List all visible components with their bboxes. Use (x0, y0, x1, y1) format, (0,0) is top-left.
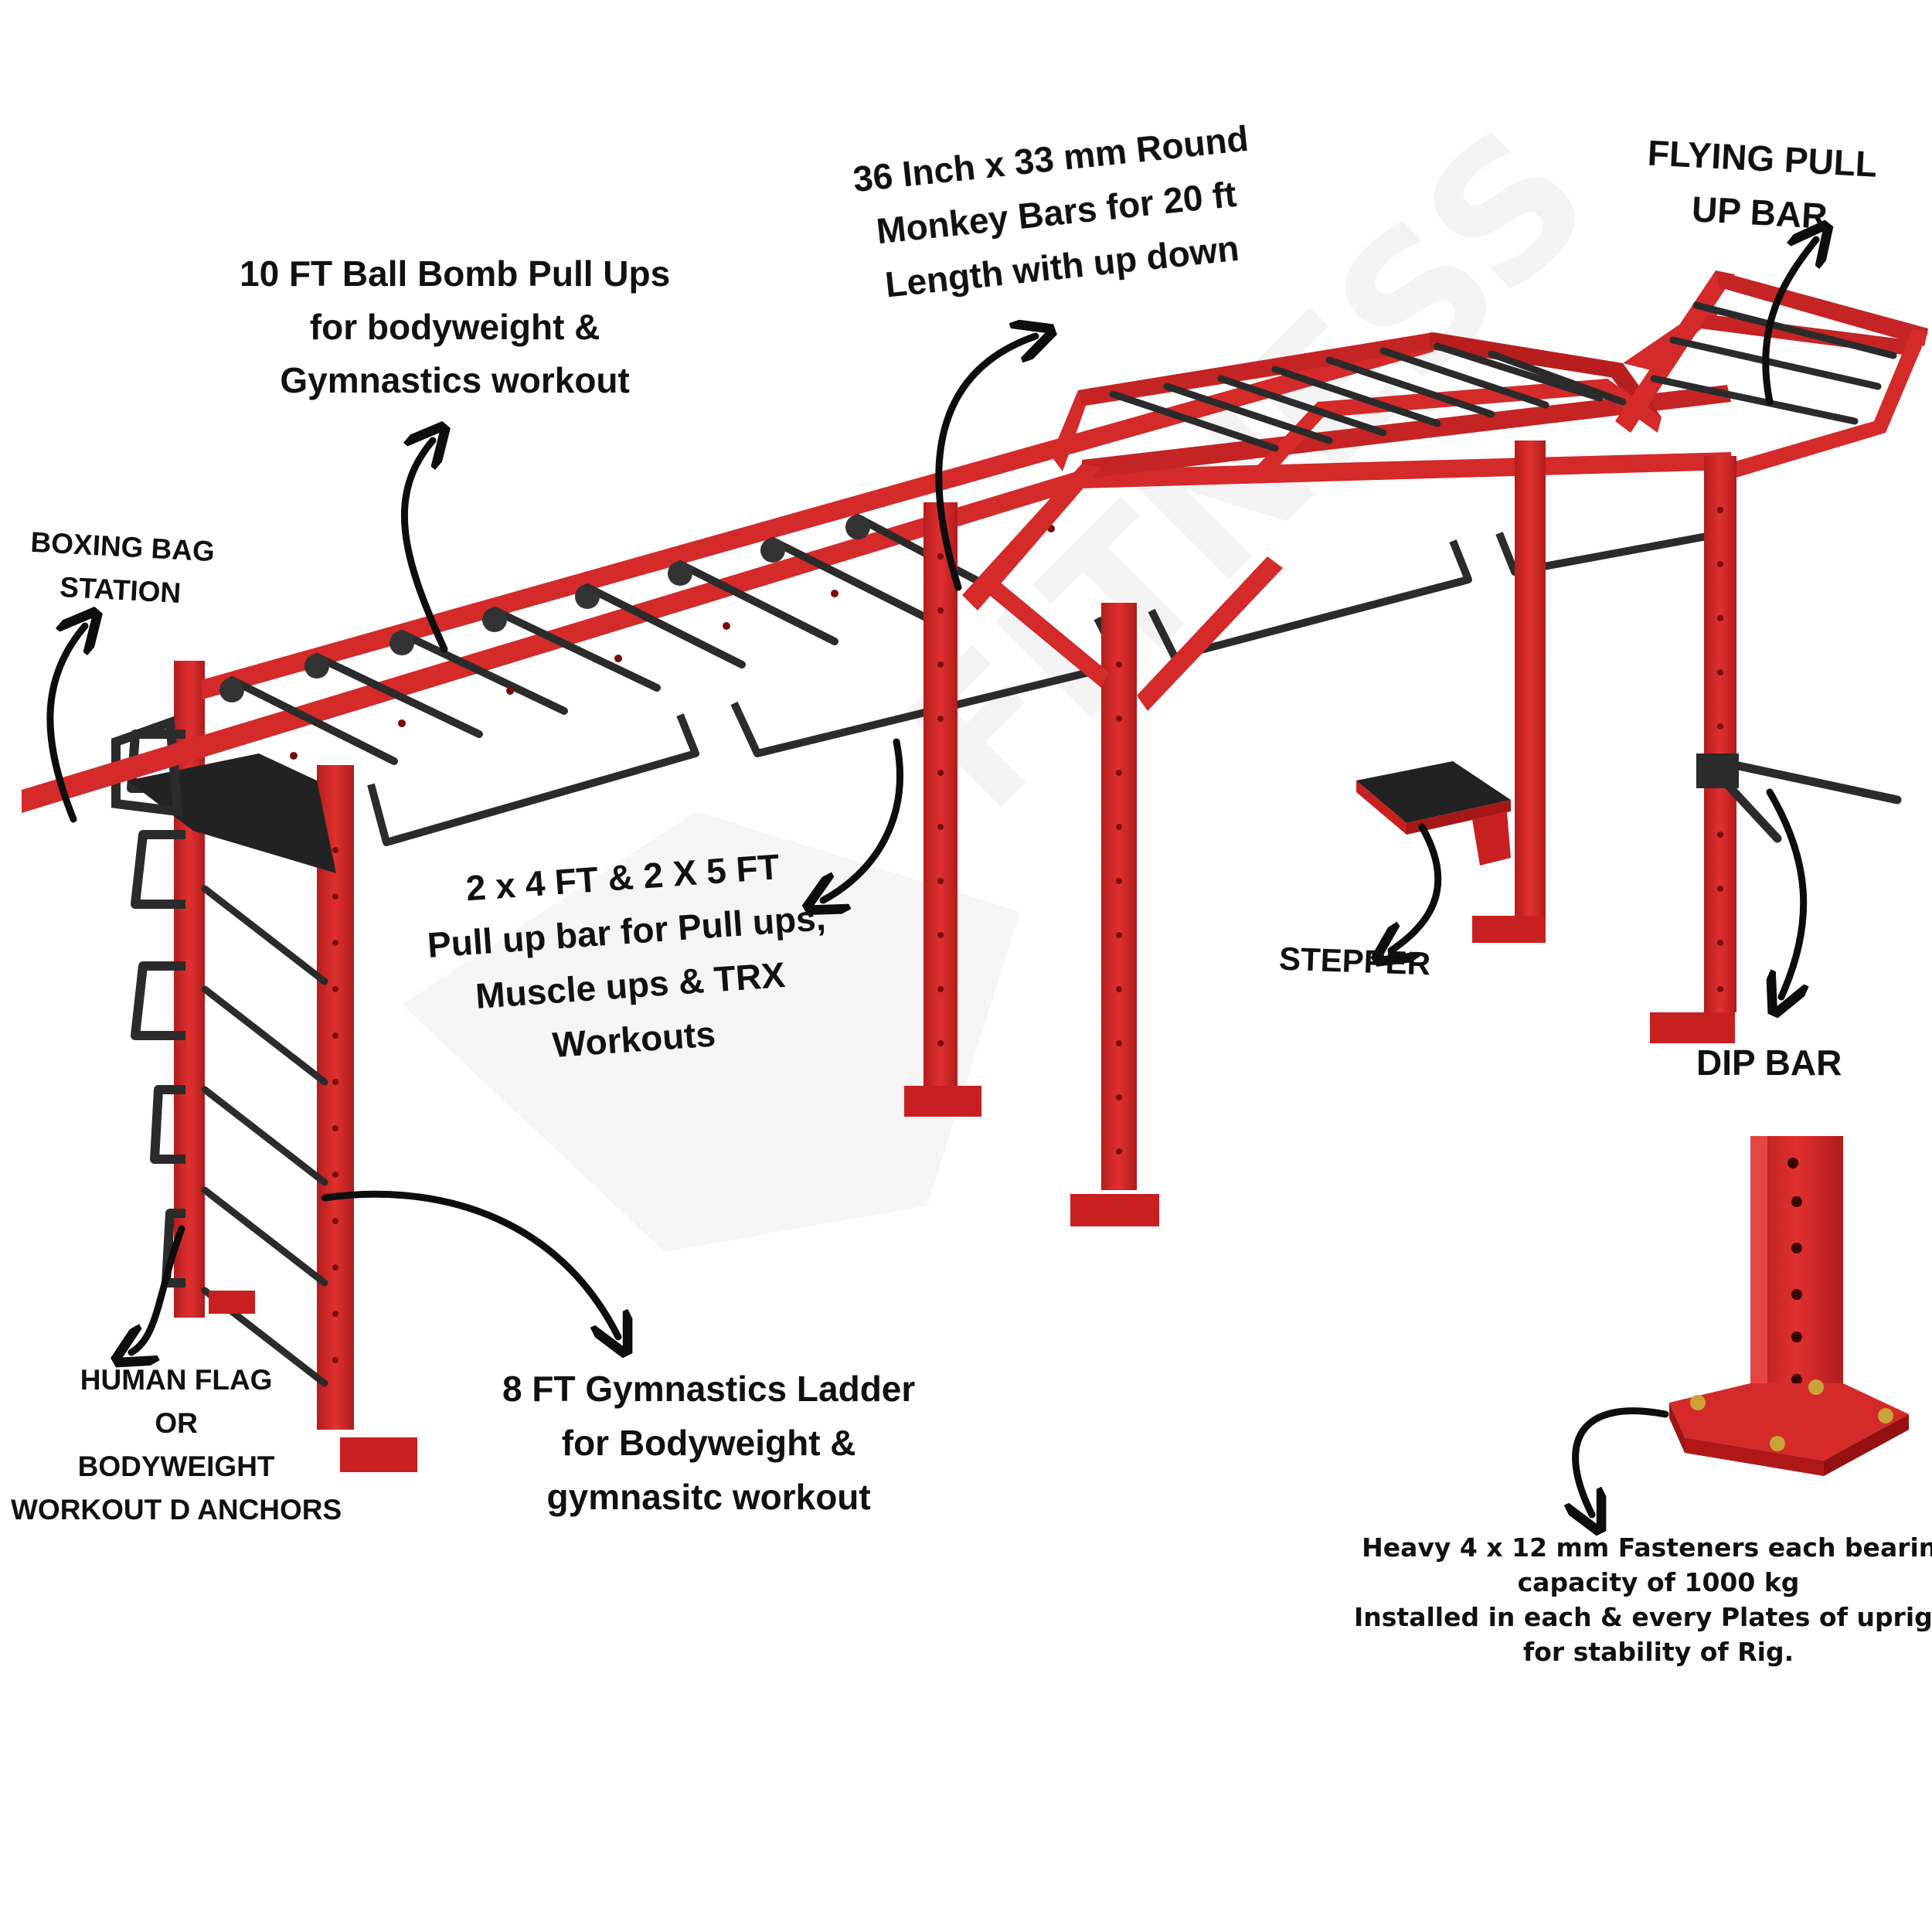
post-baseplate-inset (1669, 1136, 1909, 1476)
arrow-ball-bomb (400, 440, 444, 653)
arrow-stepper (1391, 823, 1442, 951)
label-line: Installed in each & every Plates of upri… (1354, 1602, 1932, 1632)
label-line: HUMAN FLAG (80, 1364, 273, 1396)
monkey-bars (1051, 332, 1662, 483)
label-line: Heavy 4 x 12 mm Fasteners each bearing (1362, 1532, 1932, 1563)
label-boxing-bag-station: BOXING BAG STATION (27, 521, 216, 617)
uprights (904, 440, 1736, 1226)
label-stepper: STEPPER (1278, 940, 1431, 982)
label-fasteners: Heavy 4 x 12 mm Fasteners each bearing c… (1354, 1530, 1932, 1669)
arrow-flying-pull-up (1762, 240, 1816, 406)
label-ball-bomb-pull-ups: 10 FT Ball Bomb Pull Ups for bodyweight … (240, 247, 670, 407)
label-line: BODYWEIGHT (77, 1451, 275, 1482)
arrow-pull-up-bar (823, 738, 903, 900)
label-line: for Bodyweight & (561, 1423, 856, 1463)
gymnastics-ladder (127, 661, 417, 1472)
flying-pull-up-bar (1615, 270, 1928, 479)
label-line: WORKOUT D ANCHORS (11, 1494, 342, 1526)
stepper-platform (1356, 761, 1511, 866)
arrow-monkey-bars (935, 336, 1036, 591)
label-gymnastics-ladder: 8 FT Gymnastics Ladder for Bodyweight & … (502, 1362, 915, 1524)
label-line: 8 FT Gymnastics Ladder (502, 1369, 916, 1409)
label-dip-bar: DIP BAR (1696, 1043, 1842, 1083)
arrow-ladder (321, 1190, 618, 1337)
label-line: capacity of 1000 kg (1517, 1567, 1800, 1597)
arrow-fasteners (1576, 1407, 1669, 1515)
arrow-dip-bar (1770, 788, 1804, 997)
dip-bar-attachment (1696, 753, 1902, 843)
label-flying-pull-up-bar: FLYING PULL UP BAR (1644, 125, 1879, 245)
label-line: 10 FT Ball Bomb Pull Ups (240, 253, 671, 294)
main-frame (22, 334, 1731, 813)
label-line: for bodyweight & (309, 307, 600, 347)
label-line: for stability of Rig. (1522, 1637, 1794, 1667)
annotation-arrows (46, 240, 1816, 1515)
label-human-flag: HUMAN FLAG OR BODYWEIGHT WORKOUT D ANCHO… (11, 1359, 342, 1532)
arrow-human-flag (131, 1225, 185, 1352)
label-line: OR (155, 1407, 198, 1439)
label-line: Gymnastics workout (280, 360, 630, 400)
label-line: gymnasitc workout (546, 1477, 871, 1517)
label-pull-up-bars: 2 x 4 FT & 2 X 5 FT Pull up bar for Pull… (422, 836, 835, 1080)
arrow-boxing-bag (46, 626, 85, 823)
